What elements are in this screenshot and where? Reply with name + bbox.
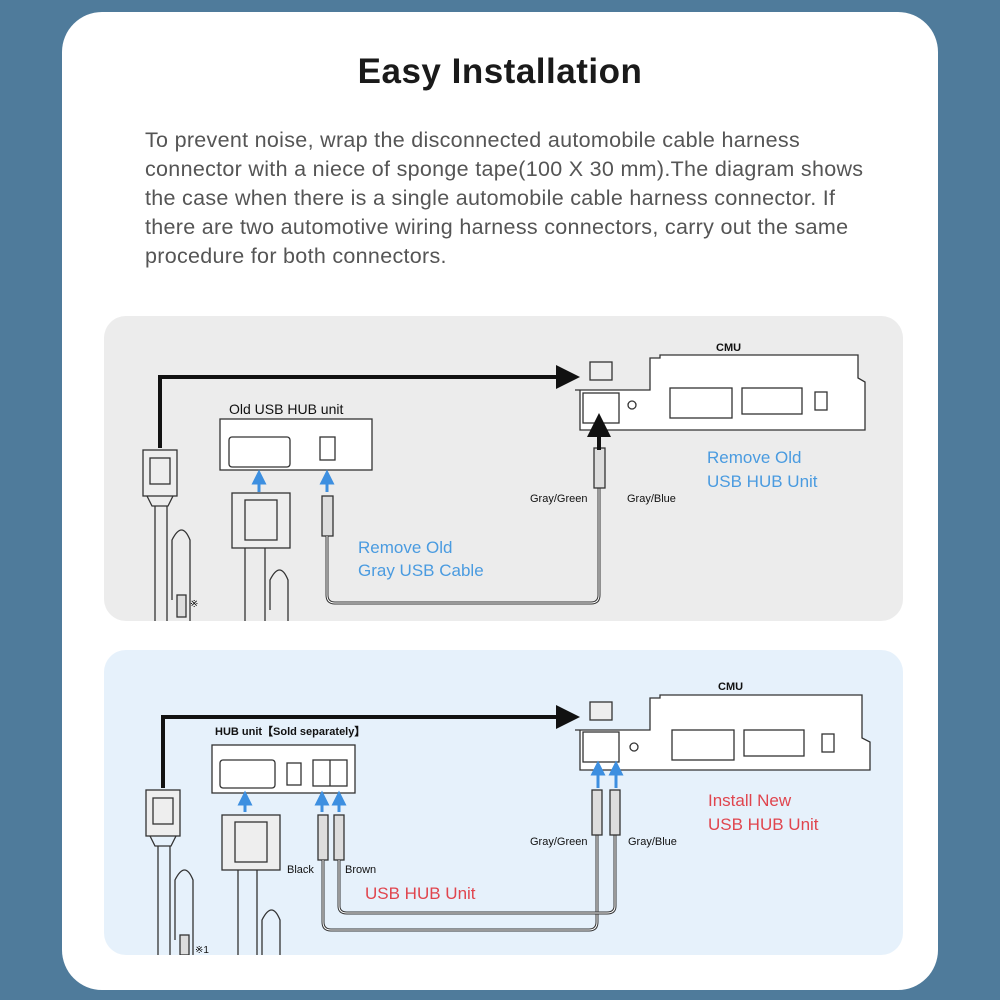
new-hub-label: HUB unit【Sold separately】: [215, 725, 365, 738]
hub-note-line2: USB HUB Unit: [708, 815, 819, 834]
cable-note-line1: Remove Old: [358, 538, 452, 557]
cmu-label: CMU: [716, 342, 741, 354]
removal-diagram: [142, 354, 866, 621]
vehicle-harness-connector: [145, 789, 194, 955]
hub-note-line2: USB HUB Unit: [707, 472, 818, 491]
install-diagram: [145, 694, 871, 955]
vehicle-harness-connector: [142, 449, 191, 621]
usb-hub-cables: [317, 789, 621, 932]
page-title: Easy Installation: [357, 52, 643, 91]
wire-label-brown: Brown: [345, 864, 376, 876]
harness-route-arrow: [161, 705, 580, 788]
cmu-label: CMU: [718, 681, 743, 693]
cable-note-line2: Gray USB Cable: [358, 561, 484, 580]
wire-label-gray-green: Gray/Green: [530, 836, 587, 848]
harness-route-arrow: [158, 365, 580, 448]
hub-note-line1: Install New: [708, 791, 792, 810]
wire-label-gray-blue: Gray/Blue: [628, 836, 677, 848]
hub-harness-connector: [221, 814, 281, 955]
hub-harness-connector: [231, 492, 291, 621]
wire-label-gray-blue: Gray/Blue: [627, 493, 676, 505]
note-mark: ※1: [195, 945, 209, 956]
wire-label-black: Black: [287, 864, 314, 876]
cmu-unit: [575, 694, 871, 771]
note-mark: ※: [190, 599, 198, 610]
cable-note: USB HUB Unit: [365, 884, 476, 903]
hub-note-line1: Remove Old: [707, 448, 801, 467]
old-usb-hub-unit: [219, 418, 373, 471]
new-usb-hub-unit: [211, 744, 356, 794]
description: To prevent noise, wrap the disconnected …: [145, 128, 864, 268]
gray-usb-cable: [321, 447, 606, 605]
old-hub-label: Old USB HUB unit: [229, 401, 343, 417]
wire-label-gray-green: Gray/Green: [530, 493, 587, 505]
cmu-unit: [575, 354, 866, 431]
